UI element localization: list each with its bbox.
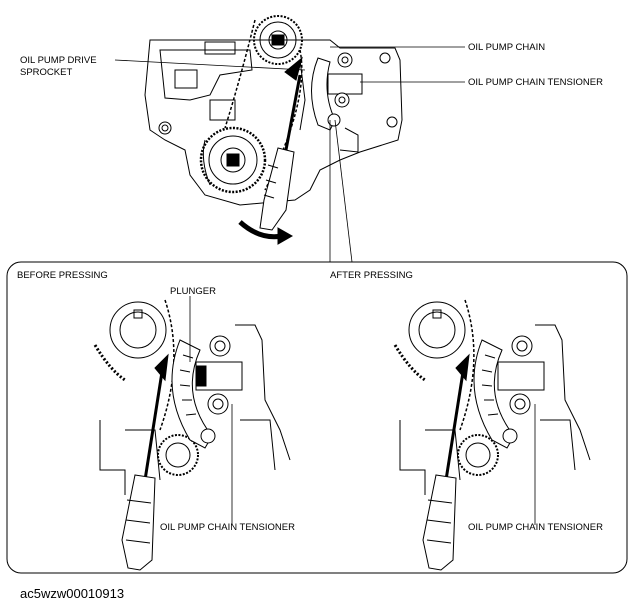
- oil-pump-chain-drawing: [224, 19, 303, 191]
- label-oil-pump-chain-tensioner-right: OIL PUMP CHAIN TENSIONER: [468, 522, 603, 533]
- tensioner-after-drawing: [473, 335, 545, 449]
- engine-block-illustration: [144, 39, 403, 206]
- detail-frame: [6, 261, 628, 574]
- rotation-arrow: [238, 220, 294, 245]
- label-oil-pump-chain: OIL PUMP CHAIN: [468, 42, 546, 53]
- after-pressing-illustration: [393, 299, 591, 495]
- label-after-pressing: AFTER PRESSING: [330, 270, 413, 281]
- label-before-pressing: BEFORE PRESSING: [17, 270, 108, 281]
- label-plunger: PLUNGER: [170, 286, 216, 297]
- before-pressing-illustration: [93, 299, 291, 495]
- label-oil-pump-chain-tensioner-top: OIL PUMP CHAIN TENSIONER: [468, 77, 603, 88]
- label-oil-pump-drive-sprocket-1: OIL PUMP DRIVE: [20, 55, 97, 66]
- tensioner-before-drawing: [171, 335, 243, 449]
- label-oil-pump-drive-sprocket-2: SPROCKET: [20, 67, 73, 78]
- camshaft-sprocket-top: [253, 15, 303, 65]
- screwdriver-top: [259, 56, 303, 231]
- leader-lines-before: [189, 296, 233, 525]
- leader-lines-top: [114, 46, 465, 263]
- oil-pump-chain-tensioner-top-drawing: [311, 52, 363, 131]
- screwdriver-after: [422, 353, 470, 571]
- screwdriver-before: [121, 353, 169, 571]
- label-oil-pump-chain-tensioner-left: OIL PUMP CHAIN TENSIONER: [160, 522, 295, 533]
- oil-pump-drive-sprocket: [199, 126, 267, 194]
- figure-code: ac5wzw00010913: [20, 586, 125, 601]
